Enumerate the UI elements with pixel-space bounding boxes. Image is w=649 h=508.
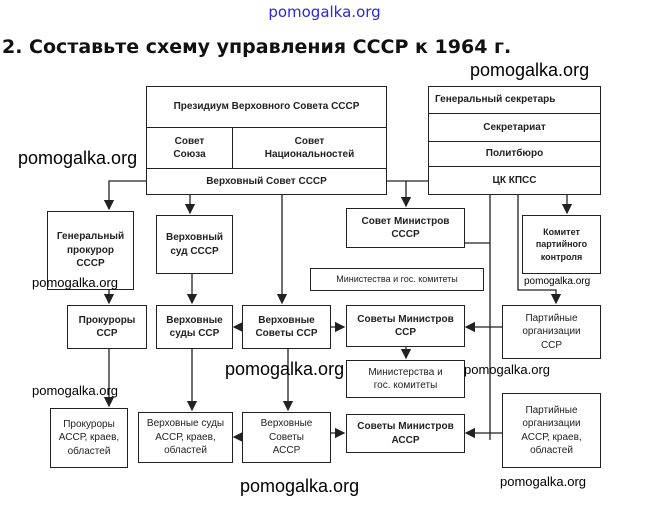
secretariat-box: Секретариат <box>428 113 601 142</box>
supreme-court-box: Верховный суд СССР <box>156 215 233 274</box>
ministries-ssr-box: Министерства и гос. комитеты <box>346 360 465 398</box>
watermark: pomogalka.org <box>240 476 360 496</box>
soviets-assr-box: Верховные Советы АССР <box>242 412 331 463</box>
supreme-soviet-box: Верховный Совет СССР <box>146 168 387 195</box>
watermark: pomogalka.org <box>524 276 591 287</box>
politburo-box: Политбюро <box>428 141 601 167</box>
general-prosecutor-box: Генеральный прокурор СССР <box>47 211 134 290</box>
cc-cpsu-box: ЦК КПСС <box>428 166 601 195</box>
prosecutors-assr-box: Прокуроры АССР, краев, областей <box>50 408 128 468</box>
watermark: pomogalka.org <box>500 474 586 489</box>
line-soviet-to-left <box>103 180 146 211</box>
party-orgs-ssr-box: Партийные организации ССР <box>502 305 601 359</box>
general-secretary-box: Генеральный секретарь <box>428 86 601 114</box>
site-watermark[interactable]: pomogalka.org <box>268 3 381 21</box>
watermark: pomogalka.org <box>32 275 118 290</box>
watermark: pomogalka.org <box>464 362 550 377</box>
watermark: pomogalka.org <box>32 383 118 398</box>
task-title: 2. Составьте схему управления СССР к 196… <box>2 36 512 58</box>
courts-assr-box: Верховные суды АССР, краев, областей <box>138 412 233 463</box>
watermark: pomogalka.org <box>470 60 590 80</box>
courts-ssr-box: Верховные суды ССР <box>156 305 233 349</box>
line-to-party-orgs <box>517 194 562 305</box>
watermark: pomogalka.org <box>225 359 345 379</box>
soviet-union-box: Совет Союза <box>146 127 233 169</box>
party-orgs-assr-box: Партийные организации АССР, краев, облас… <box>502 393 601 468</box>
party-control-box: Комитет партийного контроля <box>522 215 601 274</box>
prosecutors-ssr-box: Прокуроры ССР <box>67 305 147 349</box>
watermark: pomogalka.org <box>18 148 138 168</box>
council-ministers-box: Совет Министров СССР <box>346 208 465 248</box>
presidium-box: Президиум Верховного Совета СССР <box>146 86 387 128</box>
soviet-nationalities-box: Совет Национальностей <box>232 127 387 169</box>
councils-ssr-box: Советы Министров ССР <box>346 305 465 347</box>
ministries-box: Министеcтва и гос. комитеты <box>310 268 484 291</box>
soviets-ssr-box: Верховные Советы ССР <box>242 305 331 349</box>
councils-assr-box: Советы Министров АССР <box>346 414 465 453</box>
